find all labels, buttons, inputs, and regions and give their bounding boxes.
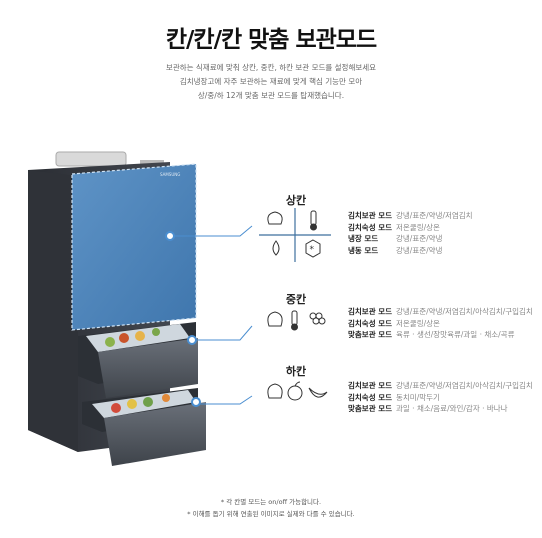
- lower-icon-row: [267, 381, 328, 401]
- thermometer-icon: [291, 310, 298, 331]
- cabbage-icon: [267, 211, 283, 225]
- cabbage-icon: [267, 383, 283, 399]
- snowflake-icon: *: [305, 239, 321, 258]
- refrigerator-illustration: SAMSUNG: [28, 151, 206, 466]
- banana-icon: [308, 387, 328, 398]
- section-title-middle: 중칸: [285, 293, 307, 306]
- svg-text:*: *: [310, 245, 315, 255]
- brand-logo: SAMSUNG: [160, 172, 180, 177]
- water-drop-icon: [272, 240, 280, 256]
- section-title-upper: 상칸: [285, 194, 307, 207]
- grapes-icon: [309, 312, 326, 325]
- footnote-2: * 이해를 돕기 위해 연출된 이미지로 실제와 다를 수 있습니다.: [187, 510, 355, 518]
- footnote-1: * 각 칸별 모드는 on/off 가능합니다.: [220, 498, 322, 506]
- upper-icon-grid: *: [259, 208, 331, 262]
- description-line-2: 김치냉장고에 자주 보관하는 재료에 맞게 핵심 기능만 모아: [179, 77, 363, 86]
- middle-icon-row: [267, 310, 326, 331]
- description-line-3: 상/중/하 12개 맞춤 보관 모드를 탑재했습니다.: [197, 91, 345, 100]
- thermometer-icon: [310, 210, 317, 231]
- description-line-1: 보관하는 식재료에 맞춰 상칸, 중칸, 하칸 보관 모드를 설정해보세요: [165, 63, 377, 72]
- cabbage-icon: [267, 311, 283, 327]
- page-title: 칸/칸/칸 맞춤 보관모드: [165, 27, 377, 53]
- section-title-lower: 하칸: [285, 365, 307, 378]
- apple-icon: [287, 381, 303, 401]
